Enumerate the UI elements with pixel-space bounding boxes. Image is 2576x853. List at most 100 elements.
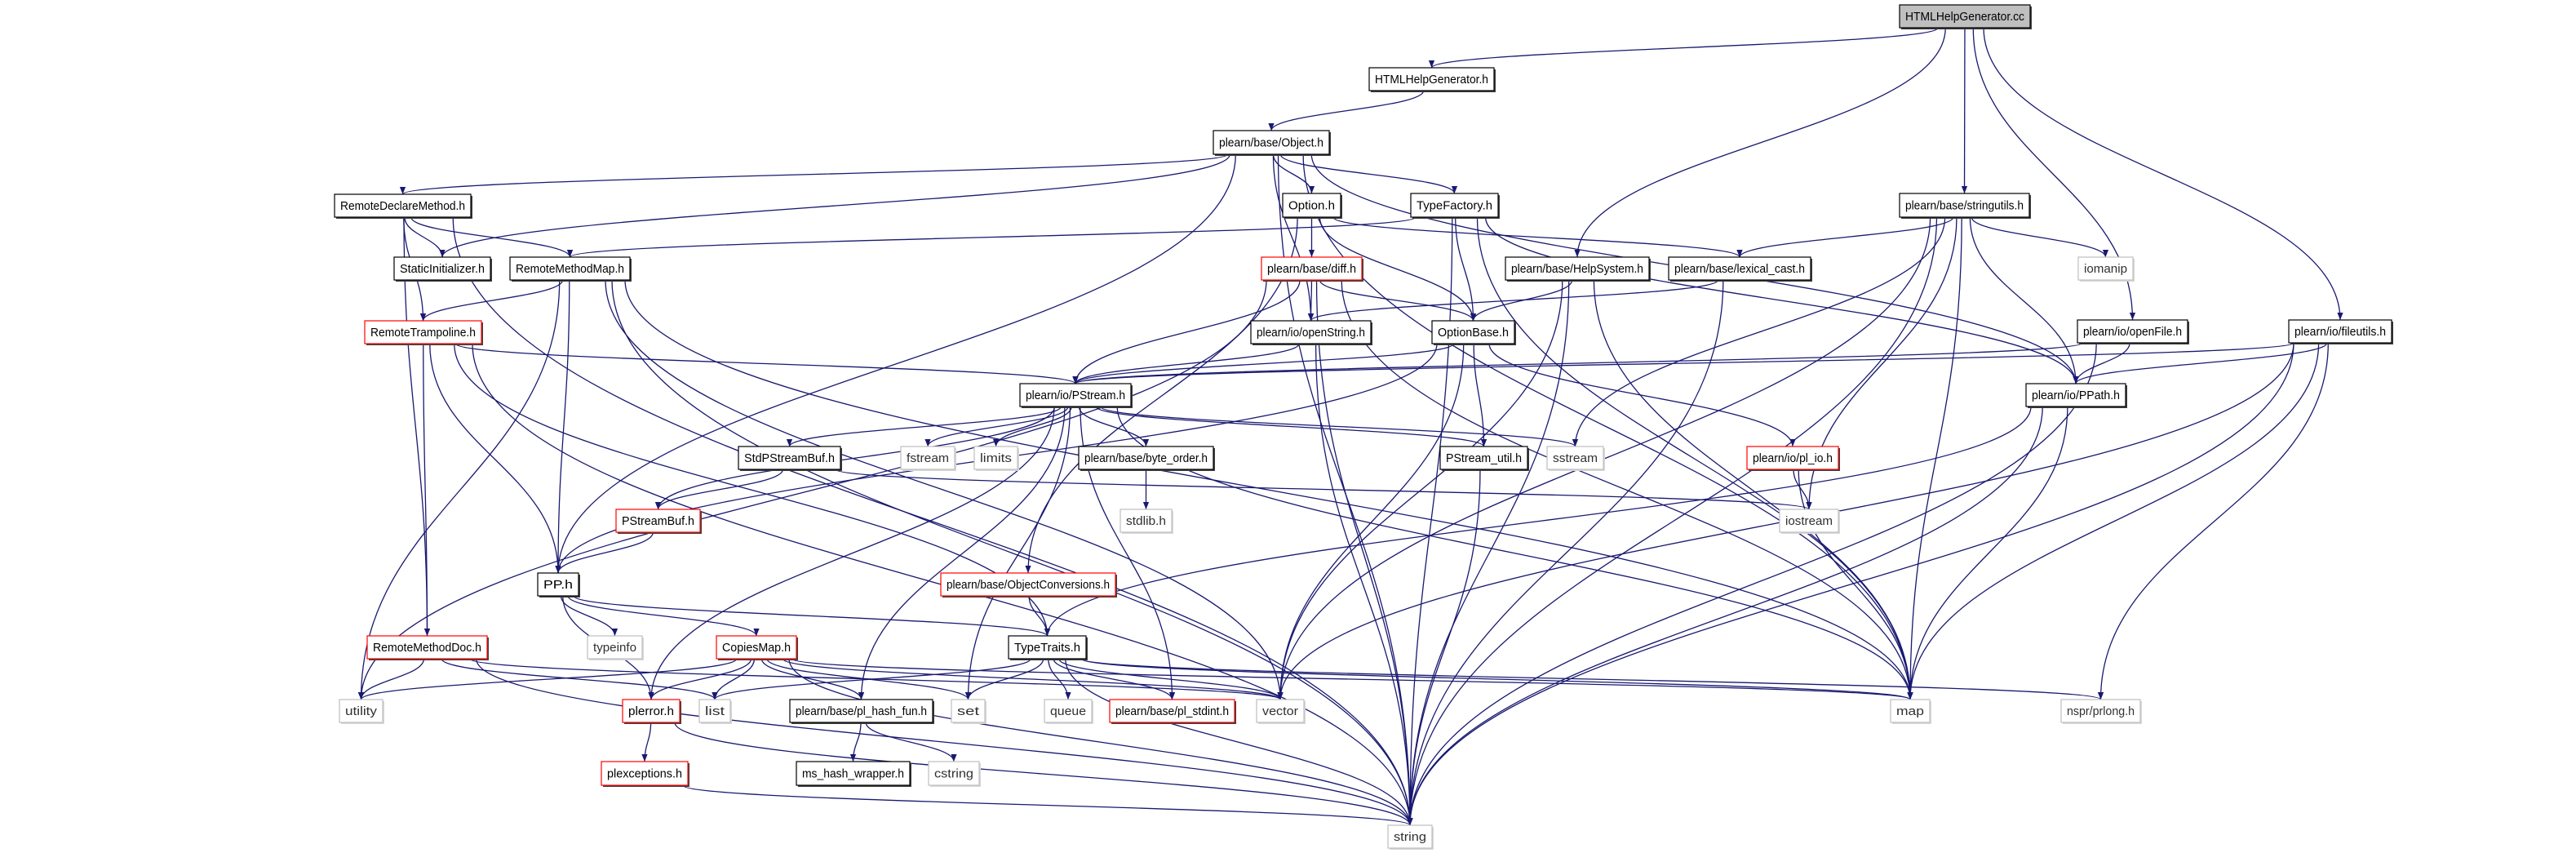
node-htmlhelpgenerator-cc[interactable]: HTMLHelpGenerator.cc: [1899, 4, 2032, 29]
node-box[interactable]: [339, 699, 384, 723]
node-plearn-io-pstream-h[interactable]: plearn/io/PStream.h: [1019, 383, 1133, 408]
node-box[interactable]: [2077, 319, 2188, 344]
node-box[interactable]: [1546, 446, 1604, 470]
node-stdpstreambuf-h[interactable]: StdPStreamBuf.h: [738, 446, 842, 471]
node-box[interactable]: [716, 635, 797, 660]
node-staticinitializer-h[interactable]: StaticInitializer.h: [393, 256, 492, 282]
node-typefactory-h[interactable]: TypeFactory.h: [1410, 193, 1500, 219]
node-box[interactable]: [940, 572, 1116, 597]
node-box[interactable]: [738, 446, 841, 470]
node-box[interactable]: [1019, 383, 1132, 407]
node-box[interactable]: [393, 256, 491, 281]
node-cstring[interactable]: cstring: [928, 761, 981, 787]
node-box[interactable]: [2288, 319, 2392, 344]
node-ms-hash-wrapper-h[interactable]: ms_hash_wrapper.h: [796, 761, 911, 787]
node-box[interactable]: [1505, 256, 1650, 281]
node-box[interactable]: [587, 635, 643, 660]
node-limits[interactable]: limits: [973, 446, 1019, 471]
node-box[interactable]: [1078, 446, 1214, 470]
node-plearn-base-lexical-cast-h[interactable]: plearn/base/lexical_cast.h: [1668, 256, 1812, 282]
node-plearn-base-helpsystem-h[interactable]: plearn/base/HelpSystem.h: [1505, 256, 1651, 282]
node-copiesmap-h[interactable]: CopiesMap.h: [716, 635, 798, 660]
node-plearn-base-objectconversions-h[interactable]: plearn/base/ObjectConversions.h: [940, 572, 1117, 598]
node-remotemethodmap-h[interactable]: RemoteMethodMap.h: [509, 256, 632, 282]
node-box[interactable]: [698, 699, 731, 723]
node-box[interactable]: [1890, 699, 1931, 723]
node-plearn-base-stringutils-h[interactable]: plearn/base/stringutils.h: [1899, 193, 2031, 219]
node-box[interactable]: [1439, 446, 1528, 470]
node-box[interactable]: [1668, 256, 1811, 281]
node-remotetrampoline-h[interactable]: RemoteTrampoline.h: [364, 320, 483, 345]
node-iostream[interactable]: iostream: [1779, 509, 1840, 534]
node-box[interactable]: [1368, 67, 1495, 91]
node-fstream[interactable]: fstream: [900, 446, 956, 471]
node-box[interactable]: [1410, 193, 1499, 218]
node-plearn-io-openfile-h[interactable]: plearn/io/openFile.h: [2077, 319, 2189, 344]
node-box[interactable]: [900, 446, 955, 470]
node-box[interactable]: [796, 761, 911, 786]
node-box[interactable]: [1431, 320, 1515, 344]
node-map[interactable]: map: [1890, 699, 1931, 724]
node-typetraits-h[interactable]: TypeTraits.h: [1008, 635, 1088, 660]
node-box[interactable]: [1261, 256, 1363, 281]
node-plearn-base-byte-order-h[interactable]: plearn/base/byte_order.h: [1078, 446, 1215, 471]
node-iomanip[interactable]: iomanip: [2077, 256, 2135, 282]
node-typeinfo[interactable]: typeinfo: [587, 635, 644, 660]
node-box[interactable]: [1109, 699, 1235, 723]
node-pp-h[interactable]: PP.h: [537, 572, 580, 598]
node-set[interactable]: set: [951, 699, 987, 724]
node-htmlhelpgenerator-h[interactable]: HTMLHelpGenerator.h: [1368, 67, 1496, 92]
node-utility[interactable]: utility: [339, 699, 384, 724]
node-pstreambuf-h[interactable]: PStreamBuf.h: [615, 509, 702, 534]
node-sstream[interactable]: sstream: [1546, 446, 1605, 471]
node-plearn-io-fileutils-h[interactable]: plearn/io/fileutils.h: [2288, 319, 2393, 344]
node-option-h[interactable]: Option.h: [1282, 193, 1342, 219]
node-plearn-base-object-h[interactable]: plearn/base/Object.h: [1213, 130, 1331, 156]
node-box[interactable]: [364, 320, 482, 344]
node-box[interactable]: [973, 446, 1018, 470]
node-pstream-util-h[interactable]: PStream_util.h: [1439, 446, 1529, 471]
node-box[interactable]: [1008, 635, 1087, 660]
node-string[interactable]: string: [1387, 824, 1434, 850]
node-box[interactable]: [1256, 699, 1305, 723]
node-list[interactable]: list: [698, 699, 732, 724]
node-box[interactable]: [537, 572, 579, 597]
node-plearn-base-diff-h[interactable]: plearn/base/diff.h: [1261, 256, 1363, 282]
node-box[interactable]: [615, 509, 701, 533]
node-box[interactable]: [1387, 824, 1433, 849]
node-nspr-prlong-h[interactable]: nspr/prlong.h: [2060, 699, 2142, 724]
node-plearn-io-openstring-h[interactable]: plearn/io/openString.h: [1250, 320, 1372, 345]
node-box[interactable]: [1120, 509, 1173, 533]
node-box[interactable]: [1213, 130, 1330, 155]
node-box[interactable]: [622, 699, 681, 723]
node-vector[interactable]: vector: [1256, 699, 1306, 724]
node-box[interactable]: [2025, 383, 2126, 407]
node-box[interactable]: [509, 256, 631, 281]
node-box[interactable]: [951, 699, 986, 723]
node-box[interactable]: [928, 761, 980, 786]
node-box[interactable]: [2077, 256, 2134, 281]
node-plearn-base-pl-hash-fun-h[interactable]: plearn/base/pl_hash_fun.h: [789, 699, 934, 724]
node-box[interactable]: [1282, 193, 1341, 218]
node-box[interactable]: [1899, 4, 2031, 29]
node-plearn-base-pl-stdint-h[interactable]: plearn/base/pl_stdint.h: [1109, 699, 1236, 724]
node-box[interactable]: [789, 699, 933, 723]
node-optionbase-h[interactable]: OptionBase.h: [1431, 320, 1516, 345]
node-queue[interactable]: queue: [1044, 699, 1093, 724]
node-box[interactable]: [366, 635, 488, 660]
node-box[interactable]: [1779, 509, 1839, 533]
node-box[interactable]: [601, 761, 689, 786]
node-box[interactable]: [334, 193, 472, 218]
node-plearn-io-ppath-h[interactable]: plearn/io/PPath.h: [2025, 383, 2127, 408]
node-remotedeclaremethod-h[interactable]: RemoteDeclareMethod.h: [334, 193, 472, 219]
node-box[interactable]: [1746, 446, 1839, 470]
node-plearn-io-pl-io-h[interactable]: plearn/io/pl_io.h: [1746, 446, 1840, 471]
node-box[interactable]: [1899, 193, 2030, 218]
node-plerror-h[interactable]: plerror.h: [622, 699, 681, 724]
node-remotemethoddoc-h[interactable]: RemoteMethodDoc.h: [366, 635, 489, 660]
node-box[interactable]: [2060, 699, 2141, 723]
node-box[interactable]: [1250, 320, 1372, 344]
node-plexceptions-h[interactable]: plexceptions.h: [601, 761, 689, 787]
node-box[interactable]: [1044, 699, 1093, 723]
node-stdlib-h[interactable]: stdlib.h: [1120, 509, 1173, 534]
